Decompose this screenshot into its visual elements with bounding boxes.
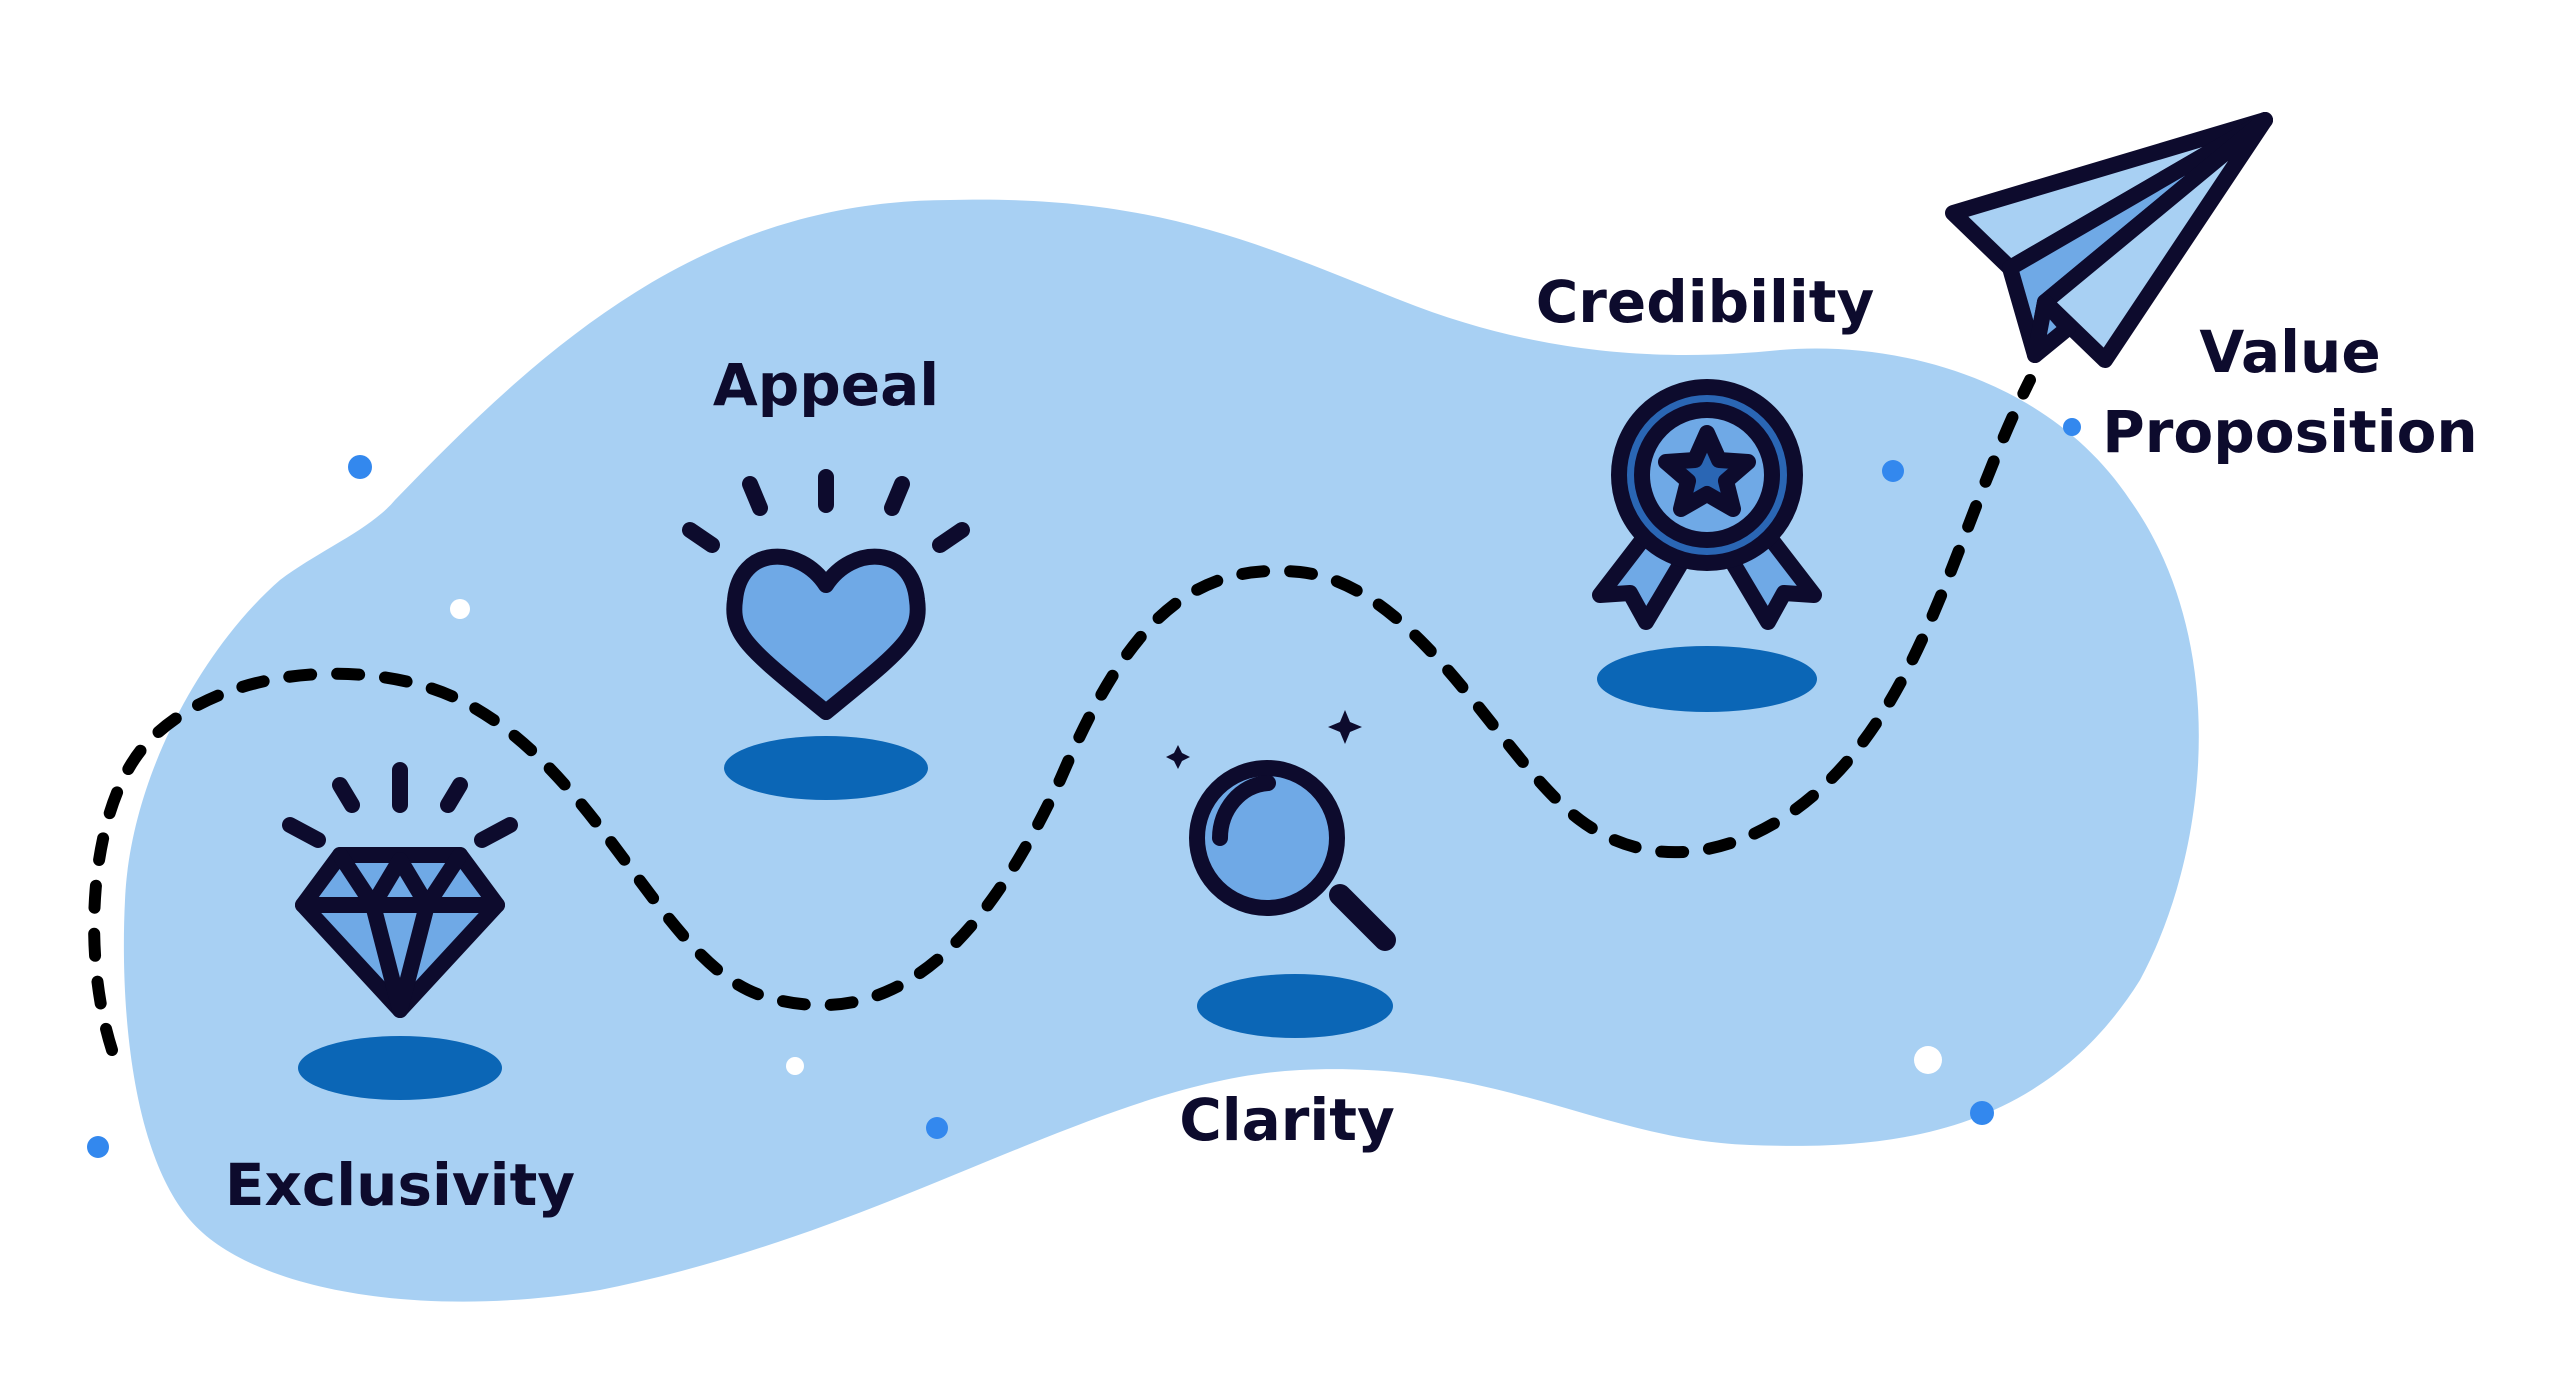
heart-shadow bbox=[724, 736, 928, 800]
decor-dot bbox=[2063, 418, 2081, 436]
step-label-clarity: Clarity bbox=[1179, 1086, 1395, 1154]
magnifying-glass-icon bbox=[1166, 710, 1396, 951]
decor-dot bbox=[1970, 1101, 1994, 1125]
paper-plane-icon bbox=[1945, 112, 2273, 368]
destination-label-line2: Proposition bbox=[2102, 398, 2477, 466]
step-label-credibility: Credibility bbox=[1536, 268, 1875, 336]
decor-dot bbox=[786, 1057, 804, 1075]
decor-dot bbox=[348, 455, 372, 479]
award-shadow bbox=[1597, 646, 1817, 712]
decor-dot bbox=[87, 1136, 109, 1158]
diamond-icon bbox=[282, 762, 518, 1018]
destination-label-line1: Value bbox=[2199, 318, 2380, 386]
diamond-shadow bbox=[298, 1036, 502, 1100]
magnifier-shadow bbox=[1197, 974, 1393, 1038]
background-blob bbox=[123, 199, 2199, 1302]
decor-dot bbox=[1882, 460, 1904, 482]
decor-dot bbox=[1914, 1046, 1942, 1074]
award-ribbon-icon bbox=[1592, 379, 1822, 630]
decor-dot bbox=[926, 1117, 948, 1139]
step-label-appeal: Appeal bbox=[713, 351, 939, 419]
journey-path bbox=[88, 374, 2036, 1056]
heart-icon bbox=[682, 469, 970, 720]
step-label-exclusivity: Exclusivity bbox=[225, 1151, 575, 1219]
decor-dot bbox=[450, 599, 470, 619]
